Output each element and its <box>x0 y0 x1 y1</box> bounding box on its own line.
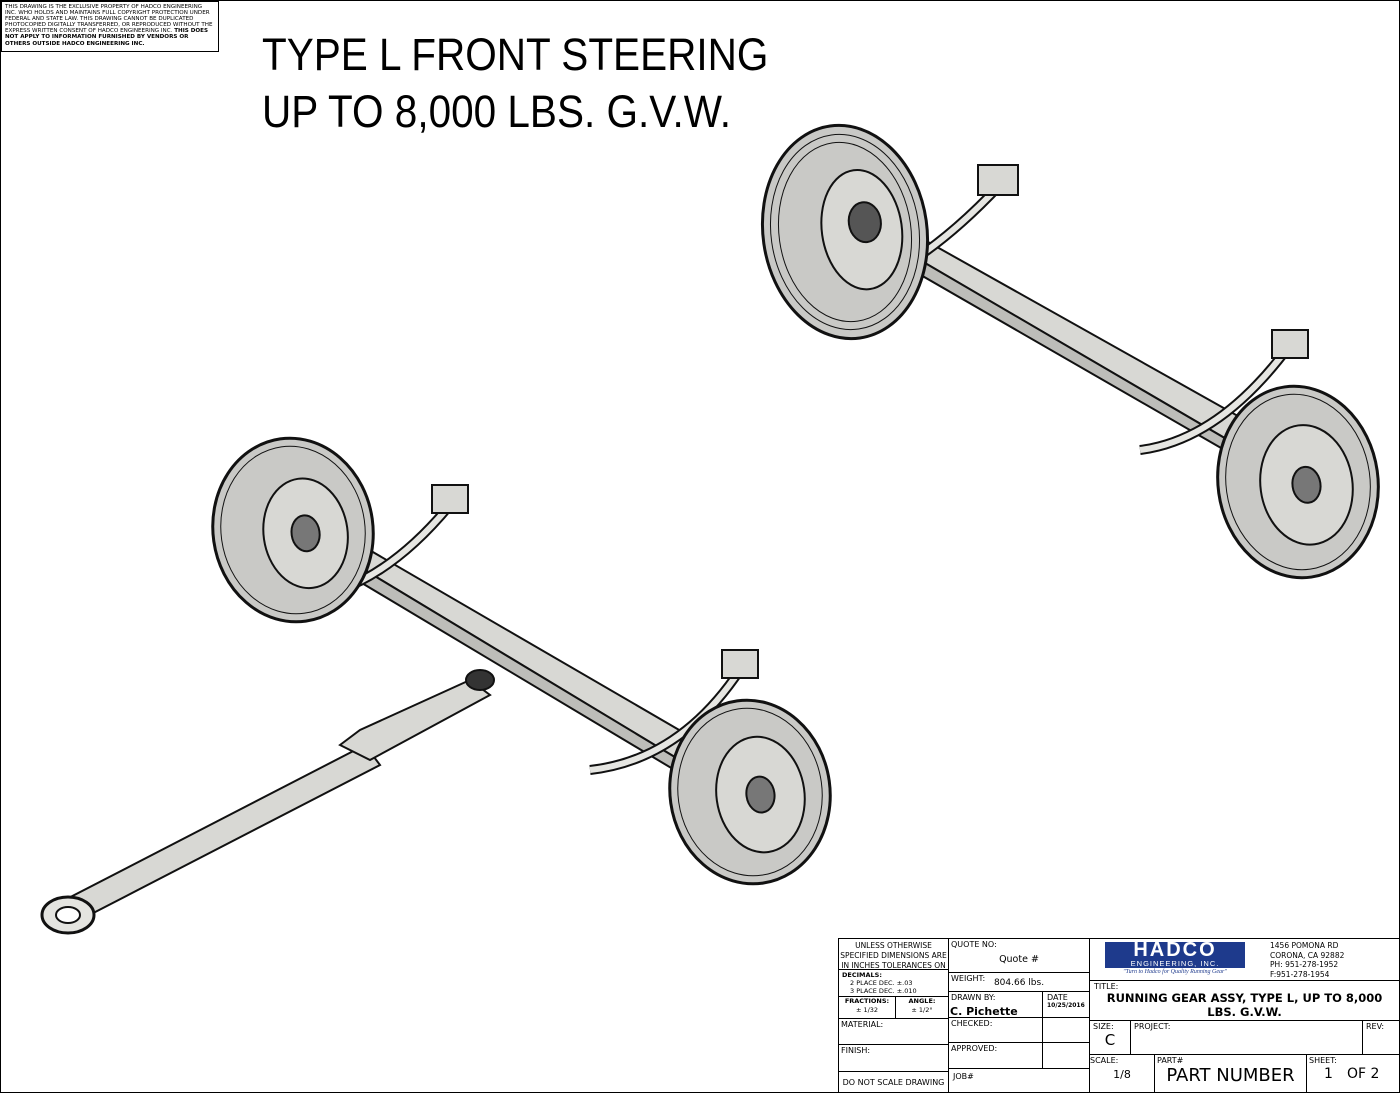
job-cell: JOB# <box>948 1068 1090 1093</box>
job-label: JOB# <box>953 1072 974 1081</box>
decimals-label: DECIMALS: <box>842 971 882 979</box>
company-address: 1456 POMONA RD CORONA, CA 92882 PH: 951-… <box>1270 941 1344 979</box>
rear-left-hanger <box>977 164 1019 196</box>
weight-cell: WEIGHT: 804.66 lbs. <box>948 972 1090 992</box>
hadco-logo: HADCO ENGINEERING, INC. <box>1105 939 1245 968</box>
steering-pivot <box>465 669 495 691</box>
address-line: CORONA, CA 92882 <box>1270 950 1345 960</box>
quote-cell: QUOTE NO: Quote # <box>948 938 1090 973</box>
finish-label: FINISH: <box>841 1046 871 1055</box>
drawing-headline: TYPE L FRONT STEERING UP TO 8,000 LBS. G… <box>262 26 768 140</box>
checked-date-cell <box>1042 1017 1090 1043</box>
tolerance-header: UNLESS OTHERWISE SPECIFIED DIMENSIONS AR… <box>840 941 947 970</box>
sheet-cell: SHEET: 1 OF 2 <box>1306 1054 1400 1093</box>
approved-cell: APPROVED: <box>948 1042 1043 1069</box>
headline-line-2: UP TO 8,000 LBS. G.V.W. <box>262 86 732 137</box>
approved-date-cell <box>1042 1042 1090 1069</box>
rear-axle-assembly <box>760 123 1380 580</box>
rear-right-wheel <box>1216 384 1380 580</box>
title-label: TITLE: <box>1094 982 1119 991</box>
approved-label: APPROVED: <box>951 1044 998 1053</box>
decimals-cell: DECIMALS: 2 PLACE DEC. ±.03 3 PLACE DEC.… <box>838 969 949 997</box>
rev-label: REV: <box>1366 1022 1385 1031</box>
material-label: MATERIAL: <box>841 1020 884 1029</box>
fax-line: F:951-278-1954 <box>1270 969 1330 979</box>
address-line: 1456 POMONA RD <box>1270 941 1339 950</box>
material-cell: MATERIAL: <box>838 1018 949 1045</box>
project-label: PROJECT: <box>1134 1022 1171 1031</box>
quote-label: QUOTE NO: <box>951 940 997 949</box>
weight-value: 804.66 lbs. <box>993 978 1045 988</box>
title-line-2: LBS. G.V.W. <box>1207 1005 1282 1019</box>
size-cell: SIZE: C <box>1089 1020 1131 1055</box>
fractions-label: FRACTIONS: <box>844 997 890 1005</box>
date-label: DATE <box>1047 993 1068 1002</box>
quote-value: Quote # <box>999 954 1039 965</box>
rev-cell: REV: <box>1362 1020 1400 1055</box>
headline-line-1: TYPE L FRONT STEERING <box>262 29 769 80</box>
tolerance-header-cell: UNLESS OTHERWISE SPECIFIED DIMENSIONS AR… <box>838 938 949 970</box>
part-label: PART# <box>1157 1056 1184 1065</box>
tongue-yoke <box>338 678 492 762</box>
front-left-wheel <box>211 436 375 624</box>
angle-cell: ANGLE: ± 1/2° <box>895 996 949 1019</box>
checked-cell: CHECKED: <box>948 1017 1043 1043</box>
company-cell: HADCO ENGINEERING, INC. "Turn to Hadco f… <box>1089 938 1400 981</box>
part-number-cell: PART# PART NUMBER <box>1154 1054 1307 1093</box>
logo-sub-text: ENGINEERING, INC. <box>1130 959 1220 968</box>
front-right-hanger <box>721 649 759 679</box>
scale-label: SCALE: <box>1090 1056 1119 1065</box>
title-cell: TITLE: RUNNING GEAR ASSY, TYPE L, UP TO … <box>1089 980 1400 1021</box>
front-left-hanger <box>431 484 469 514</box>
logo-main-text: HADCO <box>1133 939 1217 961</box>
sheet-value: 1 <box>1324 1066 1333 1082</box>
front-axle-assembly <box>40 436 832 935</box>
notice-text: This drawing is the exclusive property o… <box>5 4 213 35</box>
rear-right-hanger <box>1271 329 1309 359</box>
project-cell: PROJECT: <box>1130 1020 1363 1055</box>
rear-left-wheel <box>760 123 930 341</box>
date-value: 10/25/2016 <box>1047 1002 1085 1009</box>
angle-label: ANGLE: <box>908 997 936 1005</box>
size-label: SIZE: <box>1093 1022 1114 1031</box>
decimals-3-place: 3 PLACE DEC. ±.010 <box>850 987 917 995</box>
scale-cell: SCALE: 1/8 <box>1089 1054 1155 1093</box>
do-not-scale-cell: DO NOT SCALE DRAWING <box>838 1071 949 1093</box>
drawing-title: RUNNING GEAR ASSY, TYPE L, UP TO 8,000 L… <box>1090 991 1399 1019</box>
size-value: C <box>1104 1031 1116 1049</box>
title-line-1: RUNNING GEAR ASSY, TYPE L, UP TO 8,000 <box>1106 991 1383 1005</box>
running-gear-illustration <box>40 123 1380 935</box>
part-value: PART NUMBER <box>1166 1065 1295 1086</box>
decimals-2-place: 2 PLACE DEC. ±.03 <box>850 979 913 987</box>
fractions-cell: FRACTIONS: ± 1/32 <box>838 996 896 1019</box>
notice-bold-text: This does not apply to information furni… <box>5 28 209 47</box>
finish-cell: FINISH: <box>838 1044 949 1072</box>
checked-label: CHECKED: <box>951 1019 993 1028</box>
sheet-of: OF 2 <box>1347 1066 1380 1082</box>
drawn-by-label: DRAWN BY: <box>951 993 996 1002</box>
do-not-scale-note: DO NOT SCALE DRAWING <box>842 1078 945 1087</box>
sheet-label: SHEET: <box>1309 1056 1337 1065</box>
fractions-value: ± 1/32 <box>855 1006 879 1014</box>
front-right-wheel <box>668 698 832 886</box>
weight-label: WEIGHT: <box>951 974 986 983</box>
angle-value: ± 1/2° <box>911 1006 933 1014</box>
phone-line: PH: 951-278-1952 <box>1270 960 1339 969</box>
copyright-notice: This drawing is the exclusive property o… <box>1 1 219 52</box>
drawn-by-value: C. Pichette <box>950 1005 1018 1018</box>
scale-value: 1/8 <box>1113 1068 1131 1081</box>
drawn-by-cell: DRAWN BY: C. Pichette <box>948 991 1043 1018</box>
date-cell: DATE 10/25/2016 <box>1042 991 1090 1018</box>
logo-slogan: "Turn to Hadco for Quality Running Gear" <box>1123 969 1227 975</box>
tongue <box>53 743 382 927</box>
